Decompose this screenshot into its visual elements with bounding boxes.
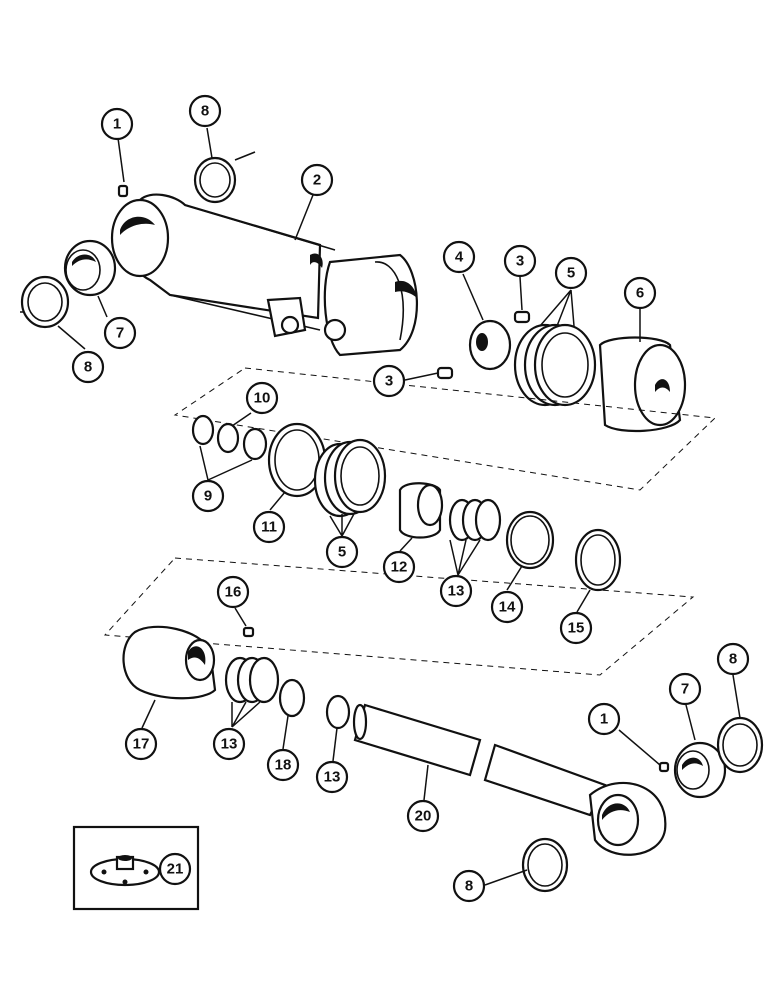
callout-8-top: 8 [188, 94, 222, 128]
callout-label: 8 [729, 651, 737, 668]
callout-16: 16 [216, 575, 250, 609]
spacer-12 [398, 482, 444, 539]
fitting-16 [242, 626, 255, 638]
callout-15: 15 [559, 611, 593, 645]
seal-rings-upper [513, 323, 597, 407]
o-ring-14 [505, 510, 555, 570]
ring-13-lower [325, 694, 351, 730]
callout-label: 2 [313, 172, 321, 189]
callout-6: 6 [623, 276, 657, 310]
callout-17: 17 [124, 727, 158, 761]
callout-7-left: 7 [103, 316, 137, 350]
callout-label: 4 [455, 249, 464, 266]
backup-ring-10 [216, 422, 240, 454]
callout-label: 15 [568, 620, 585, 637]
callout-label: 20 [415, 808, 432, 825]
head-gland-17 [122, 625, 217, 700]
callout-14: 14 [490, 590, 524, 624]
callout-label: 8 [465, 878, 473, 895]
callout-1-lower: 1 [587, 702, 621, 736]
callout-label: 5 [567, 265, 575, 282]
callout-13-lower: 13 [212, 727, 246, 761]
callout-label: 7 [116, 325, 124, 342]
o-ring-9a [191, 414, 215, 446]
set-screw-lower [436, 366, 454, 380]
piston-ring-part-4 [468, 319, 512, 371]
callout-10: 10 [245, 381, 279, 415]
piston-part-6 [598, 336, 687, 433]
seal-rings-13-lower [224, 656, 280, 704]
callout-8-right: 8 [716, 642, 750, 676]
grease-fitting [117, 184, 129, 198]
callout-21: 21 [158, 852, 192, 886]
wiper-11 [267, 422, 327, 498]
callout-label: 21 [167, 861, 184, 878]
callout-label: 12 [391, 559, 408, 576]
barrel-flange-housing [323, 253, 419, 357]
callout-7-right: 7 [668, 672, 702, 706]
callout-label: 8 [201, 103, 209, 120]
o-ring-9b [242, 427, 268, 461]
callout-label: 7 [681, 681, 689, 698]
callout-2: 2 [300, 163, 334, 197]
callout-3-upper: 3 [503, 244, 537, 278]
callout-label: 13 [448, 583, 465, 600]
callout-label: 17 [133, 736, 150, 753]
snap-ring-top [193, 156, 237, 204]
barrel-eye [110, 198, 170, 278]
ring-18 [278, 678, 306, 718]
callout-label: 9 [204, 488, 212, 505]
callout-8-bottom: 8 [452, 869, 486, 903]
callout-label: 6 [636, 285, 644, 302]
callout-label: 3 [385, 373, 393, 390]
callout-1-top: 1 [100, 107, 134, 141]
callout-11: 11 [252, 510, 286, 544]
callout-label: 13 [324, 769, 341, 786]
callout-5-upper: 5 [554, 256, 588, 290]
callout-8-left: 8 [71, 350, 105, 384]
callout-18: 18 [266, 748, 300, 782]
callout-12: 12 [382, 550, 416, 584]
callout-9: 9 [191, 479, 225, 513]
callout-20: 20 [406, 799, 440, 833]
grease-fitting-lower [658, 761, 670, 773]
barrel-assembly [20, 151, 419, 357]
backup-ring-15 [574, 528, 622, 592]
piston-rod-20 [352, 703, 667, 856]
callout-label: 8 [84, 359, 92, 376]
callout-13-lowest: 13 [315, 760, 349, 794]
callout-label: 5 [338, 544, 346, 561]
callout-label: 1 [600, 711, 608, 728]
callout-label: 3 [516, 253, 524, 270]
callout-13-middle: 13 [439, 574, 473, 608]
callout-3-lower: 3 [372, 364, 406, 398]
seal-rings-middle [313, 438, 387, 518]
snap-ring-right [716, 716, 764, 774]
callout-5-middle: 5 [325, 535, 359, 569]
callout-label: 18 [275, 757, 292, 774]
callout-label: 16 [225, 584, 242, 601]
seal-rings-13-middle [448, 498, 502, 542]
callout-label: 10 [254, 390, 271, 407]
callout-label: 1 [113, 116, 121, 133]
snap-ring-bottom [521, 837, 569, 893]
set-screw-upper [513, 310, 531, 324]
snap-ring-left [20, 275, 70, 329]
bushing-left [63, 239, 117, 297]
callout-label: 11 [261, 519, 277, 536]
leader-lines [57, 127, 741, 886]
callout-label: 13 [221, 736, 238, 753]
bushing-right [673, 741, 727, 799]
callout-label: 14 [499, 599, 516, 616]
callout-4: 4 [442, 240, 476, 274]
